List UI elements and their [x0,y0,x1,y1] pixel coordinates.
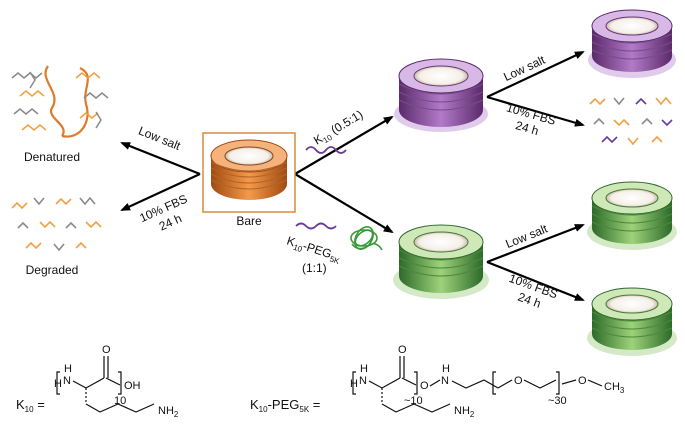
svg-text:NH2: NH2 [158,405,179,419]
degraded-label: Degraded [26,263,79,277]
svg-text:K10 (0.5:1): K10 (0.5:1) [311,107,366,149]
k10-reagent: K10 (0.5:1) [311,107,366,149]
arrow-peg-fbs [486,260,585,302]
arrow-to-k10 [294,115,394,175]
arrow-peg-lowsalt [486,223,585,264]
svg-text:O: O [102,344,111,356]
arrow-to-denatured [120,141,201,176]
peg-strand [295,222,337,230]
svg-text:K10-PEG5K =: K10-PEG5K = [250,397,320,414]
arrows [120,51,585,302]
svg-text:O: O [398,344,407,356]
degraded-fragments [11,196,102,252]
denatured-label: Denatured [24,150,80,164]
svg-text:H: H [64,363,72,375]
svg-text:N: N [63,375,71,387]
svg-text:H: H [360,363,368,375]
bare-origami [210,139,288,200]
svg-text:O: O [578,375,587,387]
arrow-k10-fbs [486,95,585,127]
peg-reagent: K10-PEG5K (1:1) [285,234,341,275]
svg-text:O: O [420,380,429,392]
svg-text:H: H [350,378,358,390]
arrow-to-peg [294,173,394,234]
k10-fbs-fragments [589,96,673,146]
bare-label: Bare [236,214,262,228]
peg-lowsalt-origami [587,181,677,250]
svg-text:H: H [54,378,62,390]
peg-fbs-origami [587,287,677,356]
left-lowsalt-label: Low salt [136,124,183,154]
svg-text:NH2: NH2 [454,405,475,419]
peg-structure: K10-PEG5K = H N H O ~10 O N H O ~30 O CH… [250,344,625,419]
svg-text:N: N [359,375,367,387]
denatured-strands [11,65,109,138]
svg-text:O: O [514,375,523,387]
svg-text:~10: ~10 [404,395,423,407]
bare-box [202,132,296,213]
peg-coil [350,226,383,251]
svg-text:~30: ~30 [548,395,567,407]
arrow-to-degraded [120,173,201,211]
k10-structure: K10 = H N H O OH 10 NH2 [16,344,179,419]
svg-text:OH: OH [124,380,141,392]
peg-origami [393,224,489,299]
svg-text:H: H [442,363,450,375]
svg-text:K10 =: K10 = [16,397,45,414]
k10-fbs-label-2: 24 h [514,118,540,138]
k10-strand [305,146,347,154]
k10-origami [394,58,488,132]
svg-text:CH3: CH3 [604,381,625,395]
arrow-k10-lowsalt [486,51,585,98]
svg-text:N: N [441,375,449,387]
k10-lowsalt-origami [588,9,676,78]
svg-text:(1:1): (1:1) [302,261,327,275]
